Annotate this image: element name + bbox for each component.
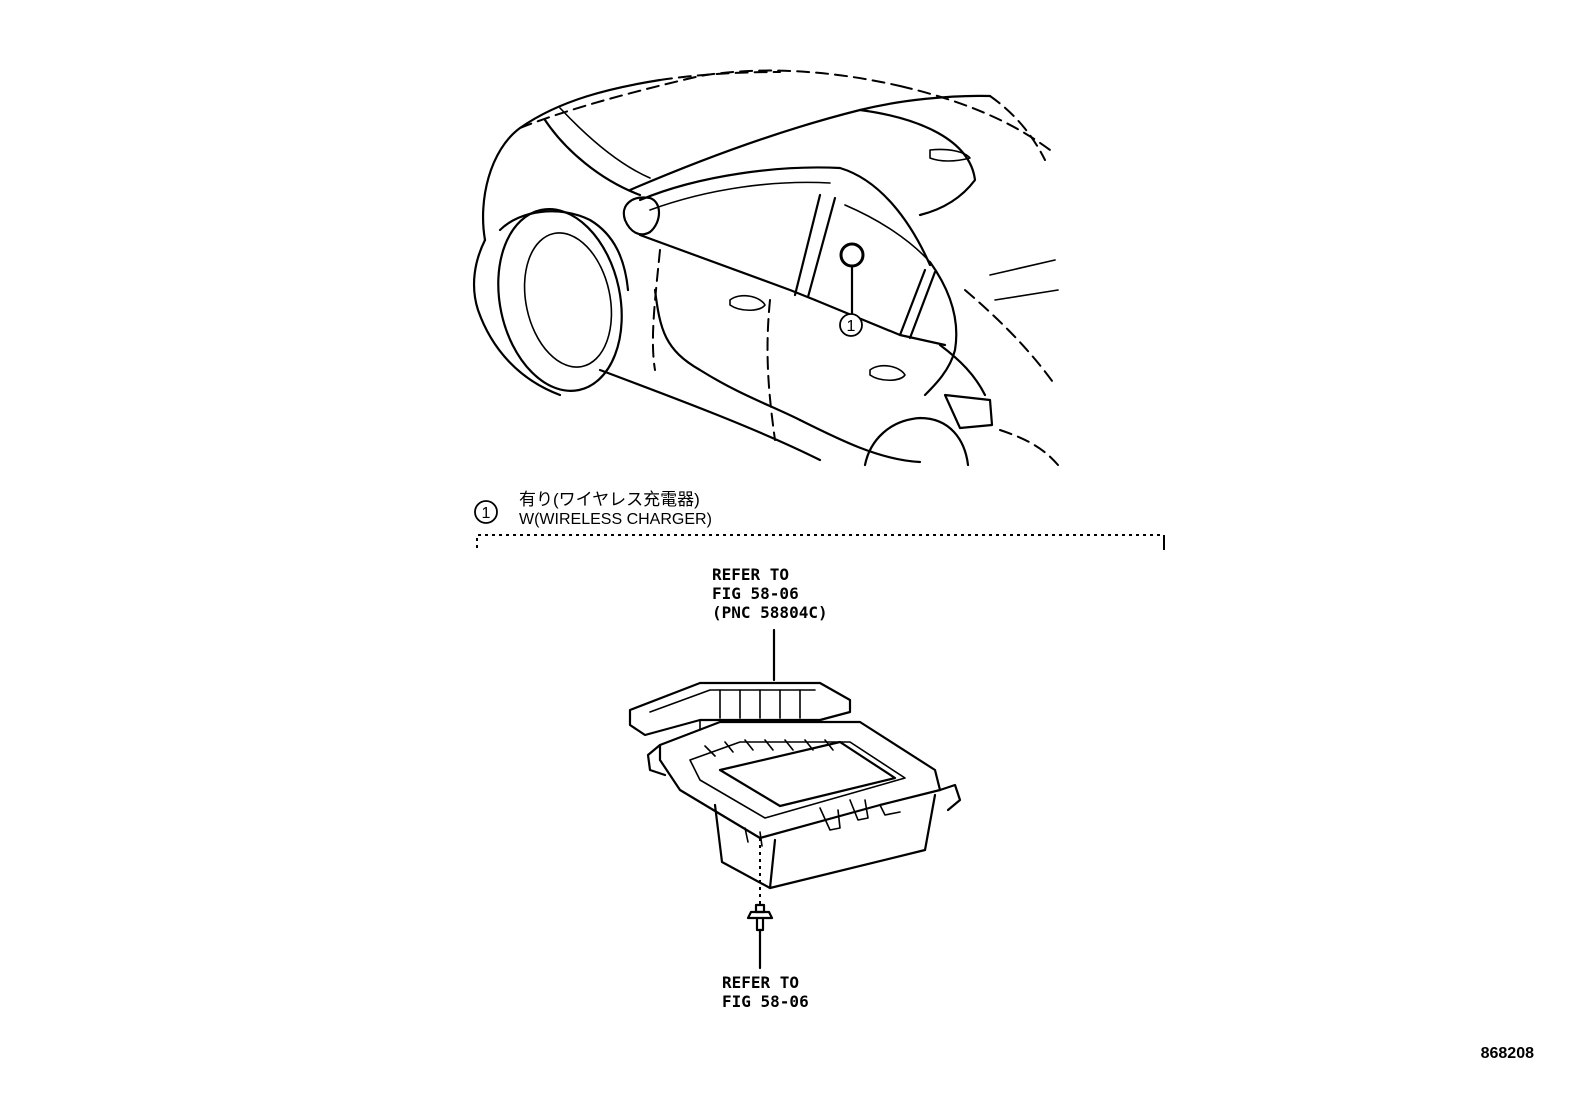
refer-top: REFER TO FIG 58-06 (PNC 58804C): [712, 565, 828, 682]
callout-label-jp: 有り(ワイヤレス充電器): [519, 490, 700, 509]
charger-location-marker: [839, 242, 865, 268]
callout-label-en: W(WIRELESS CHARGER): [519, 511, 712, 528]
callout-legend: 1 有り(ワイヤレス充電器) W(WIRELESS CHARGER): [474, 490, 1165, 550]
refer-top-line1: REFER TO: [712, 565, 789, 584]
callout-legend-number: 1: [482, 505, 491, 522]
figure-id: 868208: [1481, 1045, 1534, 1062]
refer-bottom-line1: REFER TO: [722, 973, 799, 992]
refer-top-line3: (PNC 58804C): [712, 603, 828, 622]
bracket-line: [476, 534, 1164, 548]
refer-top-line2: FIG 58-06: [712, 584, 799, 603]
wireless-charger-part: [628, 681, 962, 970]
callout-1-car-number: 1: [847, 318, 856, 335]
screw-icon: [746, 903, 774, 932]
refer-bottom-line2: FIG 58-06: [722, 992, 809, 1011]
callout-legend-circle: [474, 500, 498, 524]
refer-bottom: REFER TO FIG 58-06: [722, 973, 809, 1011]
callout-1-car: [839, 313, 863, 337]
car-illustration: 1: [472, 69, 1059, 467]
